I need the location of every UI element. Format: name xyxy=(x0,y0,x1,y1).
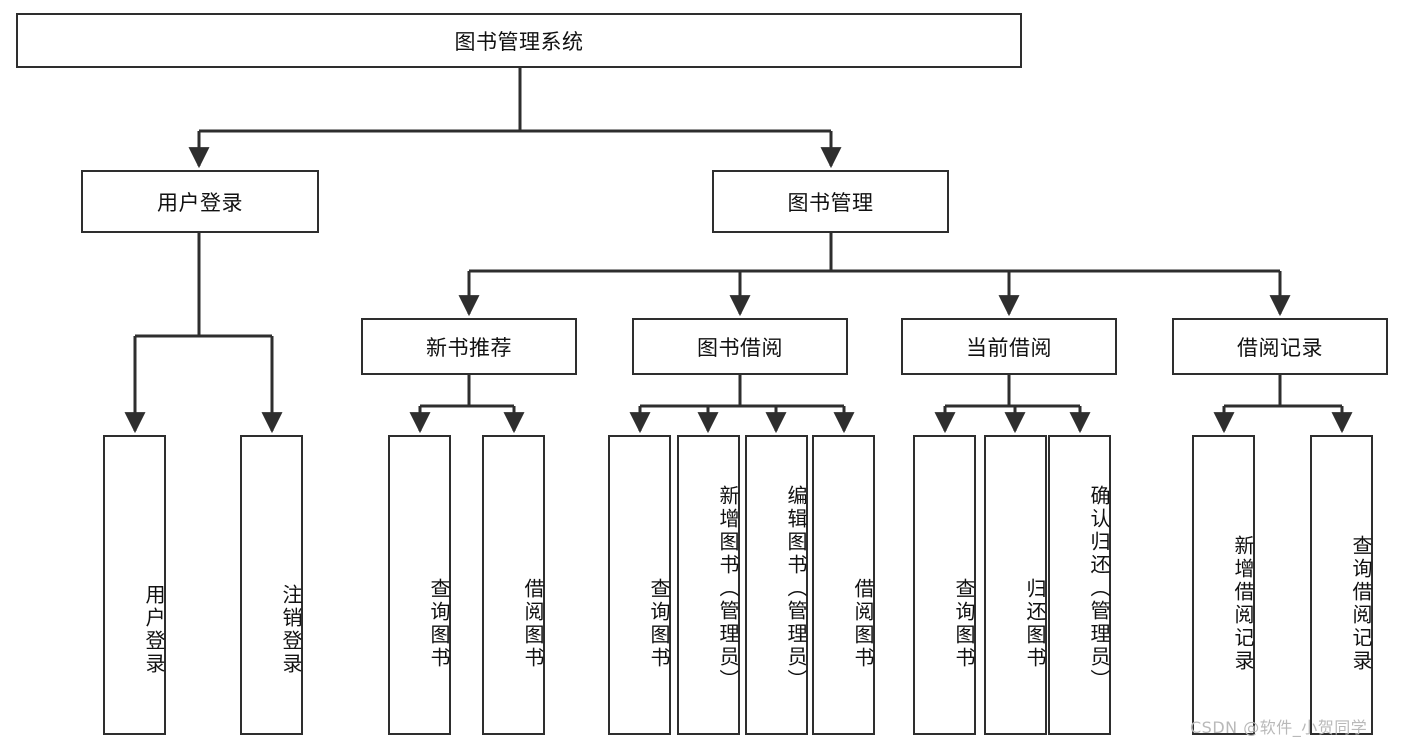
node-book-management-label: 图书管理 xyxy=(787,190,874,215)
leaf-query-book-newbook[interactable]: 查询图书 xyxy=(388,435,451,735)
leaf-logout-login[interactable]: 注销登录 xyxy=(240,435,303,735)
leaf-borrow-book-label: 借阅图书 xyxy=(851,578,875,670)
node-user-login-label: 用户登录 xyxy=(157,190,243,215)
node-current-borrow[interactable]: 当前借阅 xyxy=(901,318,1117,375)
node-book-management[interactable]: 图书管理 xyxy=(712,170,949,233)
node-new-book-recommend-label: 新书推荐 xyxy=(426,335,512,360)
leaf-return-book[interactable]: 归还图书 xyxy=(984,435,1047,735)
leaf-borrow-book[interactable]: 借阅图书 xyxy=(812,435,875,735)
node-borrow-record-label: 借阅记录 xyxy=(1237,335,1323,360)
leaf-borrow-book-newbook-label: 借阅图书 xyxy=(521,578,545,670)
leaf-query-book-borrow[interactable]: 查询图书 xyxy=(608,435,671,735)
leaf-user-login[interactable]: 用户登录 xyxy=(103,435,166,735)
leaf-add-borrow-record-label: 新增借阅记录 xyxy=(1231,535,1255,673)
leaf-add-book-admin-label: 新增图书（管理员） xyxy=(716,484,740,692)
leaf-return-book-label: 归还图书 xyxy=(1023,578,1047,670)
node-book-borrow-label: 图书借阅 xyxy=(697,335,783,360)
node-root[interactable]: 图书管理系统 xyxy=(16,13,1022,68)
node-root-label: 图书管理系统 xyxy=(454,29,584,54)
node-new-book-recommend[interactable]: 新书推荐 xyxy=(361,318,577,375)
leaf-query-book-newbook-label: 查询图书 xyxy=(427,578,451,670)
leaf-query-book-borrow-label: 查询图书 xyxy=(647,578,671,670)
leaf-logout-login-label: 注销登录 xyxy=(279,584,303,676)
leaf-query-book-current-label: 查询图书 xyxy=(952,578,976,670)
node-book-borrow[interactable]: 图书借阅 xyxy=(632,318,848,375)
csdn-watermark: CSDN @软件_小贺同学 xyxy=(1190,718,1368,737)
leaf-confirm-return-admin-label: 确认归还（管理员） xyxy=(1087,484,1111,692)
leaf-confirm-return-admin[interactable]: 确认归还（管理员） xyxy=(1048,435,1111,735)
node-user-login[interactable]: 用户登录 xyxy=(81,170,319,233)
leaf-borrow-book-newbook[interactable]: 借阅图书 xyxy=(482,435,545,735)
leaf-query-book-current[interactable]: 查询图书 xyxy=(913,435,976,735)
node-borrow-record[interactable]: 借阅记录 xyxy=(1172,318,1388,375)
leaf-add-borrow-record[interactable]: 新增借阅记录 xyxy=(1192,435,1255,735)
leaf-add-book-admin[interactable]: 新增图书（管理员） xyxy=(677,435,740,735)
leaf-edit-book-admin-label: 编辑图书（管理员） xyxy=(784,484,808,692)
leaf-query-borrow-record-label: 查询借阅记录 xyxy=(1349,535,1373,673)
node-current-borrow-label: 当前借阅 xyxy=(966,335,1052,360)
leaf-edit-book-admin[interactable]: 编辑图书（管理员） xyxy=(745,435,808,735)
leaf-user-login-label: 用户登录 xyxy=(142,584,166,676)
leaf-query-borrow-record[interactable]: 查询借阅记录 xyxy=(1310,435,1373,735)
